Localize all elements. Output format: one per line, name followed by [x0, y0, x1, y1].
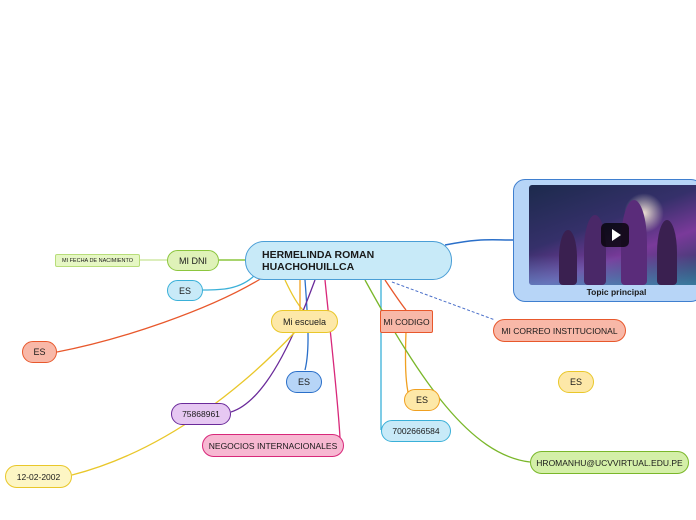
topic-media-card[interactable]: Topic principal — [513, 179, 696, 302]
connector-escuela-value — [324, 279, 341, 439]
node-dni-value[interactable]: 75868961 — [171, 403, 231, 425]
connector-media — [444, 238, 514, 246]
node-escuela-value[interactable]: NEGOCIOS INTERNACIONALES — [202, 434, 344, 457]
connector-mi-codigo — [384, 279, 407, 311]
node-es-3[interactable]: ES — [558, 371, 594, 393]
media-caption: Topic principal — [586, 287, 647, 297]
node-codigo-value[interactable]: 7002666584 — [381, 420, 451, 442]
connector-es-2 — [56, 277, 263, 353]
node-es-5[interactable]: ES — [404, 389, 440, 411]
video-thumbnail[interactable] — [529, 185, 696, 285]
node-es-2[interactable]: ES — [22, 341, 57, 363]
play-icon[interactable] — [601, 223, 629, 247]
node-es-1[interactable]: ES — [167, 280, 203, 301]
node-mi-correo[interactable]: MI CORREO INSTITUCIONAL — [493, 319, 626, 342]
node-correo-value[interactable]: HROMANHU@UCVVIRTUAL.EDU.PE — [530, 451, 689, 474]
connector-dni-value — [230, 279, 316, 413]
connector-mi-correo — [391, 281, 496, 321]
node-fecha-nacimiento[interactable]: MI FECHA DE NACIMIENTO — [55, 254, 140, 267]
node-es-4[interactable]: ES — [286, 371, 322, 393]
node-fecha-value[interactable]: 12-02-2002 — [5, 465, 72, 488]
connector-es-1 — [202, 274, 256, 291]
node-mi-dni[interactable]: MI DNI — [167, 250, 219, 271]
node-mi-escuela[interactable]: Mi escuela — [271, 310, 338, 333]
connector-mi-escuela — [284, 279, 304, 311]
central-topic[interactable]: HERMELINDA ROMAN HUACHOHUILLCA — [245, 241, 452, 280]
node-mi-codigo[interactable]: MI CODIGO — [380, 310, 433, 333]
